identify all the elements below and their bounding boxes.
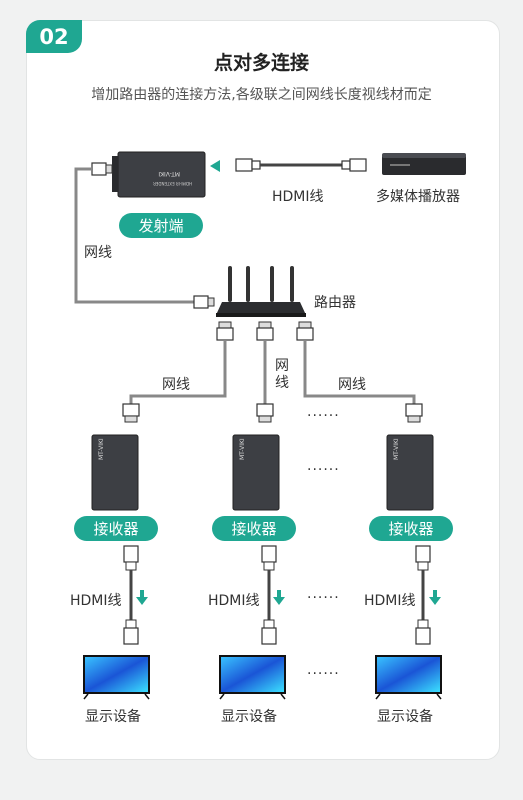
network-cable-left-label: 网线	[84, 245, 112, 261]
page-title: 点对多连接	[213, 52, 309, 74]
page-subtitle: 增加路由器的连接方法,各级联之间网线长度视线材而定	[91, 87, 432, 103]
media-player-device	[382, 153, 466, 175]
svg-text:HDMI-IR EXTENDER: HDMI-IR EXTENDER	[153, 181, 192, 186]
display-label-1: 显示设备	[85, 709, 141, 725]
display-label-3: 显示设备	[377, 709, 433, 725]
dots-3: ......	[307, 586, 340, 602]
network-cable-3-label: 网线	[338, 377, 366, 393]
hdmi-cable-top-label: HDMI线	[272, 189, 324, 205]
arrow-down-icons	[136, 590, 441, 605]
dots-4: ......	[307, 662, 340, 678]
svg-text:MT-VIKI: MT-VIKI	[239, 438, 246, 460]
hdmi-cable-top	[235, 158, 367, 172]
receiver-devices: MT-VIKI MT-VIKI MT-VIKI	[91, 434, 434, 511]
display-devices	[83, 655, 442, 700]
hdmi-cable-label-3: HDMI线	[364, 593, 416, 609]
svg-text:MT-VIKI: MT-VIKI	[393, 438, 400, 460]
network-cables-down	[122, 321, 423, 423]
display-label-2: 显示设备	[221, 709, 277, 725]
media-player-label: 多媒体播放器	[376, 189, 460, 205]
receiver-label-2: 接收器	[212, 516, 296, 541]
network-cable-1-label: 网线	[162, 377, 190, 393]
router-label: 路由器	[314, 295, 356, 311]
svg-text:MT-VIKI: MT-VIKI	[158, 170, 180, 177]
hdmi-cable-label-1: HDMI线	[70, 593, 122, 609]
receiver-label-3: 接收器	[369, 516, 453, 541]
dots-2: ......	[307, 458, 340, 474]
step-badge: 02	[26, 20, 82, 53]
receiver-label-1: 接收器	[74, 516, 158, 541]
hdmi-cables-down	[123, 545, 431, 645]
dots-1: ......	[307, 404, 340, 420]
hdmi-cable-label-2: HDMI线	[208, 593, 260, 609]
arrow-left-icon	[210, 160, 220, 172]
network-cable-left	[74, 162, 215, 309]
svg-text:MT-VIKI: MT-VIKI	[98, 438, 105, 460]
transmitter-label: 发射端	[119, 213, 203, 238]
network-cable-2-label: 网 线	[275, 358, 289, 391]
router-device	[216, 266, 306, 317]
transmitter-device: MT-VIKI HDMI-IR EXTENDER	[112, 151, 206, 198]
